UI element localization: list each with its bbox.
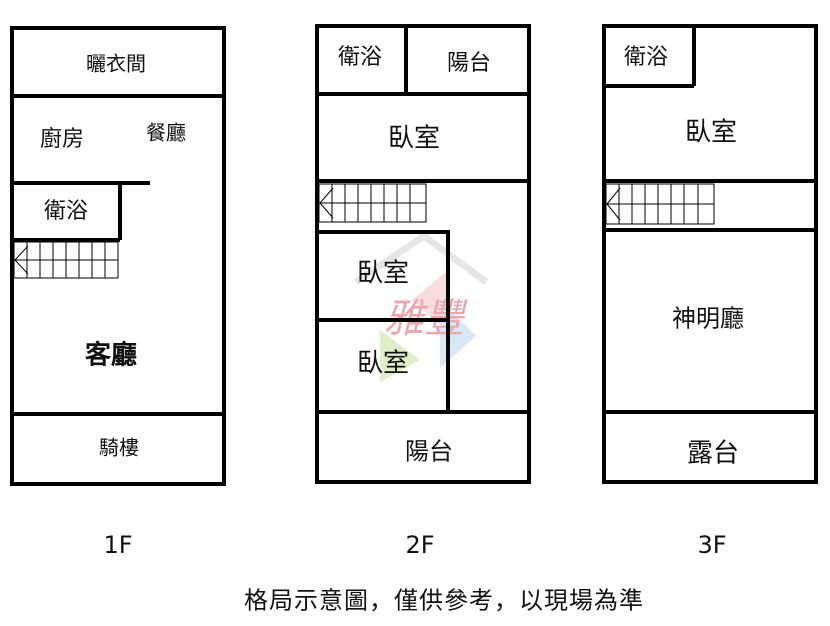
room-label-3f-bedroom: 臥室: [684, 117, 738, 148]
floor-label-2f: 2F: [405, 531, 435, 559]
stairs-2f: [318, 183, 427, 223]
room-label-3f-terrace: 露台: [686, 438, 740, 469]
room-label-1f-bath: 衛浴: [43, 199, 89, 224]
room-label-2f-bedroom-main: 臥室: [387, 123, 441, 154]
stairs-1f: [13, 241, 119, 279]
room-label-2f-bedroom-b: 臥室: [356, 348, 410, 379]
floor-3f-plan: [602, 24, 818, 484]
room-label-3f-shrine-hall: 神明廳: [672, 304, 744, 333]
room-label-3f-bath: 衛浴: [623, 45, 669, 70]
room-label-2f-balcony-top: 陽台: [446, 51, 492, 76]
room-label-1f-arcade: 騎樓: [99, 435, 139, 460]
room-label-1f-kitchen: 廚房: [39, 127, 85, 152]
floor-2f-plan: [315, 24, 531, 484]
room-label-2f-balcony-bottom: 陽台: [405, 437, 453, 466]
room-label-2f-bedroom-a: 臥室: [356, 258, 410, 289]
room-label-1f-living: 客廳: [84, 340, 138, 371]
stairs-3f: [605, 183, 715, 225]
disclaimer-caption: 格局示意圖，僅供參考，以現場為準: [244, 586, 644, 615]
room-label-1f-dining: 餐廳: [146, 120, 186, 145]
floor-1f-plan: [10, 26, 226, 486]
room-label-1f-closet: 曬衣間: [86, 51, 146, 76]
room-label-2f-bath: 衛浴: [337, 45, 383, 70]
floor-label-3f: 3F: [697, 531, 727, 559]
floor-label-1f: 1F: [103, 531, 133, 559]
